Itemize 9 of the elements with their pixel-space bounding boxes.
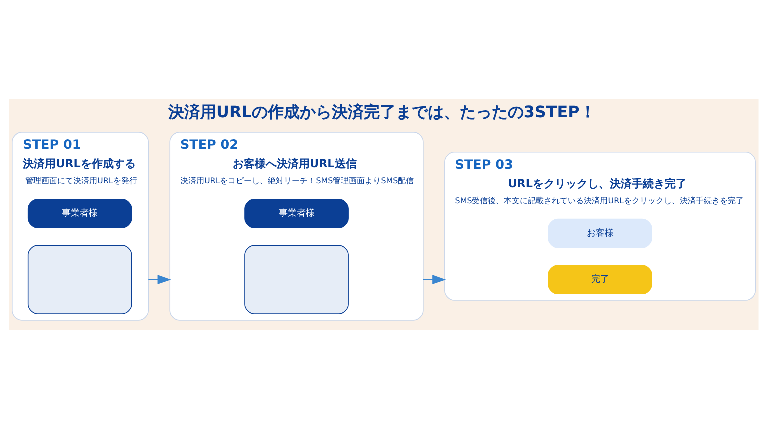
- diagram-title: 決済用URLの作成から決済完了までは、たったの3STEP！: [168, 102, 596, 122]
- node-box: [244, 245, 349, 314]
- node-box: [28, 245, 132, 314]
- node-box: 完了: [548, 265, 652, 295]
- arrow: [148, 275, 172, 285]
- arrow: [423, 275, 446, 285]
- node-box: 事業者様: [244, 198, 349, 228]
- node-box: お客様: [548, 218, 652, 248]
- node-box: 事業者様: [28, 198, 132, 228]
